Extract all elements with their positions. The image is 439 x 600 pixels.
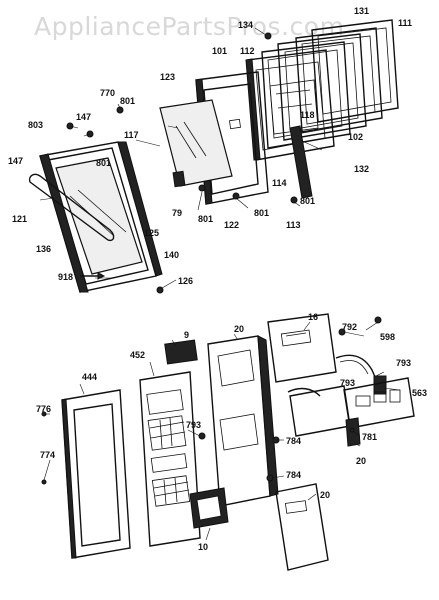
part-label: 20 xyxy=(234,324,244,334)
part-label: 79 xyxy=(172,208,182,218)
control-trim-frame xyxy=(61,389,131,559)
part-label: 801 xyxy=(96,158,111,168)
keypad-grid-top xyxy=(147,415,187,451)
part-label: 123 xyxy=(160,72,175,82)
part-label: 563 xyxy=(412,388,427,398)
part-label: 140 xyxy=(164,250,179,260)
part-label: 118 xyxy=(300,110,315,120)
upper-leader-lines xyxy=(39,27,301,289)
part-label: 784 xyxy=(286,436,301,446)
touch-panel-overlay xyxy=(139,371,201,547)
part-label: 131 xyxy=(354,6,369,16)
part-labels: 131 111 134 101 112 770 801 123 118 102 … xyxy=(8,6,427,552)
part-label: 122 xyxy=(224,220,239,230)
door-vent-strip xyxy=(135,139,186,188)
part-label: 776 xyxy=(36,404,51,414)
part-label: 774 xyxy=(40,450,55,460)
part-label: 918 xyxy=(58,272,73,282)
part-label: 134 xyxy=(238,20,253,30)
upper-fasteners xyxy=(66,32,298,294)
part-label: 801 xyxy=(120,96,135,106)
part-label: 793 xyxy=(396,358,411,368)
part-label: 803 xyxy=(28,120,43,130)
part-label: 9 xyxy=(184,330,189,340)
part-label: 101 xyxy=(212,46,227,56)
door-inner-glass xyxy=(159,99,233,187)
door-inner-frame xyxy=(245,49,335,161)
part-label: 793 xyxy=(340,378,355,388)
part-label: 147 xyxy=(76,112,91,122)
part-label: 114 xyxy=(272,178,287,188)
part-label: 102 xyxy=(348,132,363,142)
door-handle xyxy=(28,173,115,242)
part-label: 792 xyxy=(342,322,357,332)
display-bezel xyxy=(189,487,229,529)
part-label: 801 xyxy=(254,208,269,218)
lower-fasteners xyxy=(41,316,382,485)
part-label: 111 xyxy=(398,18,412,28)
part-label: 452 xyxy=(130,350,145,360)
door-side-channel xyxy=(289,125,323,199)
watermark-text: AppliancePartsPros.com xyxy=(34,12,344,41)
panel-label-plate xyxy=(164,339,198,365)
wire-harness xyxy=(335,354,387,395)
part-label: 10 xyxy=(198,542,208,552)
part-label: 20 xyxy=(356,456,366,466)
part-label: 117 xyxy=(124,130,139,140)
part-label: 801 xyxy=(300,196,315,206)
part-label: 112 xyxy=(240,46,255,56)
part-label: 16 xyxy=(308,312,318,322)
outer-door-panel xyxy=(39,141,163,293)
part-label: 126 xyxy=(178,276,193,286)
part-label: 136 xyxy=(36,244,51,254)
part-label: 598 xyxy=(380,332,395,342)
door-rear-frame-stack xyxy=(261,19,399,149)
part-label: 20 xyxy=(320,490,330,500)
part-label: 801 xyxy=(198,214,213,224)
part-label: 781 xyxy=(362,432,377,442)
part-label: 770 xyxy=(100,88,115,98)
part-label: 121 xyxy=(12,214,27,224)
part-label: 113 xyxy=(286,220,301,230)
keypad-grid-bottom xyxy=(151,475,191,507)
control-housing xyxy=(207,335,279,507)
display-circuit-board xyxy=(267,313,337,383)
door-insulation xyxy=(269,79,319,135)
lower-leader-lines xyxy=(43,321,401,541)
part-label: 784 xyxy=(286,470,301,480)
part-label: 132 xyxy=(354,164,369,174)
part-label: 147 xyxy=(8,156,23,166)
pin-918 xyxy=(80,272,106,280)
part-label: 125 xyxy=(144,228,159,238)
part-label: 444 xyxy=(82,372,97,382)
part-label: 793 xyxy=(186,420,201,430)
control-bottom-plate xyxy=(275,483,329,571)
